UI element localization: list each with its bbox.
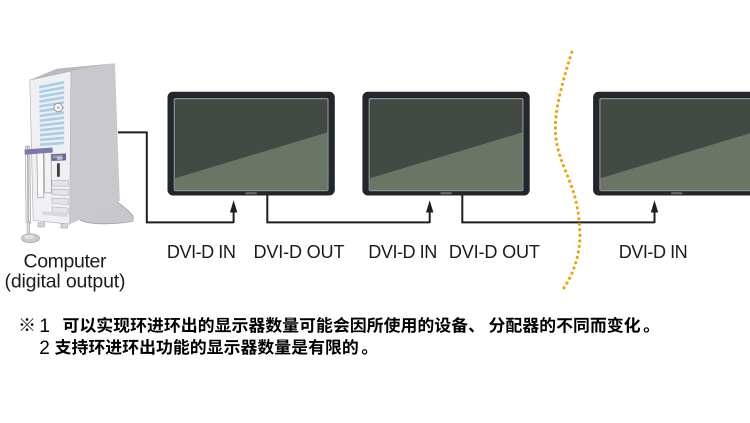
svg-text:1: 1 <box>39 316 50 337</box>
svg-text:DVI-D IN: DVI-D IN <box>368 242 437 262</box>
svg-text:DVI-D IN: DVI-D IN <box>619 242 688 262</box>
svg-text:DVI-D OUT: DVI-D OUT <box>254 242 345 262</box>
svg-text:Computer: Computer <box>24 250 108 272</box>
svg-text:DVI-D OUT: DVI-D OUT <box>449 242 540 262</box>
svg-text:2: 2 <box>39 338 50 359</box>
svg-text:DVI-D IN: DVI-D IN <box>167 242 236 262</box>
svg-text:(digital output): (digital output) <box>5 271 126 293</box>
